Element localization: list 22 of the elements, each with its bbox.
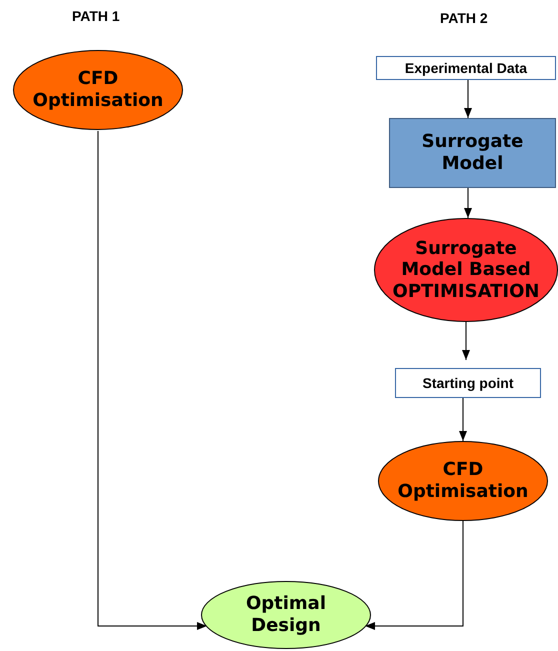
column-heading: PATH 2 — [440, 10, 488, 26]
node-label: Surrogate Model Based OPTIMISATION — [392, 238, 540, 302]
input-box — [395, 368, 541, 398]
node-label: Starting point — [422, 374, 514, 392]
node-label: Experimental Data — [404, 60, 528, 76]
column-heading: PATH 1 — [72, 8, 120, 24]
process-box — [389, 118, 556, 188]
arrow — [364, 520, 464, 630]
input-box — [376, 56, 556, 80]
arrow — [462, 322, 470, 360]
arrow — [464, 188, 472, 218]
result-ellipse — [201, 581, 371, 649]
node-label: CFD Optimisation — [32, 68, 164, 112]
process-ellipse — [13, 50, 183, 130]
process-ellipse — [378, 441, 548, 521]
arrow — [98, 130, 208, 630]
node-label: CFD Optimisation — [396, 459, 530, 503]
arrow — [464, 80, 472, 118]
node-label: Optimal Design — [244, 593, 328, 637]
arrow — [459, 398, 467, 442]
node-label: Surrogate Model — [420, 131, 524, 175]
process-ellipse — [374, 218, 558, 322]
